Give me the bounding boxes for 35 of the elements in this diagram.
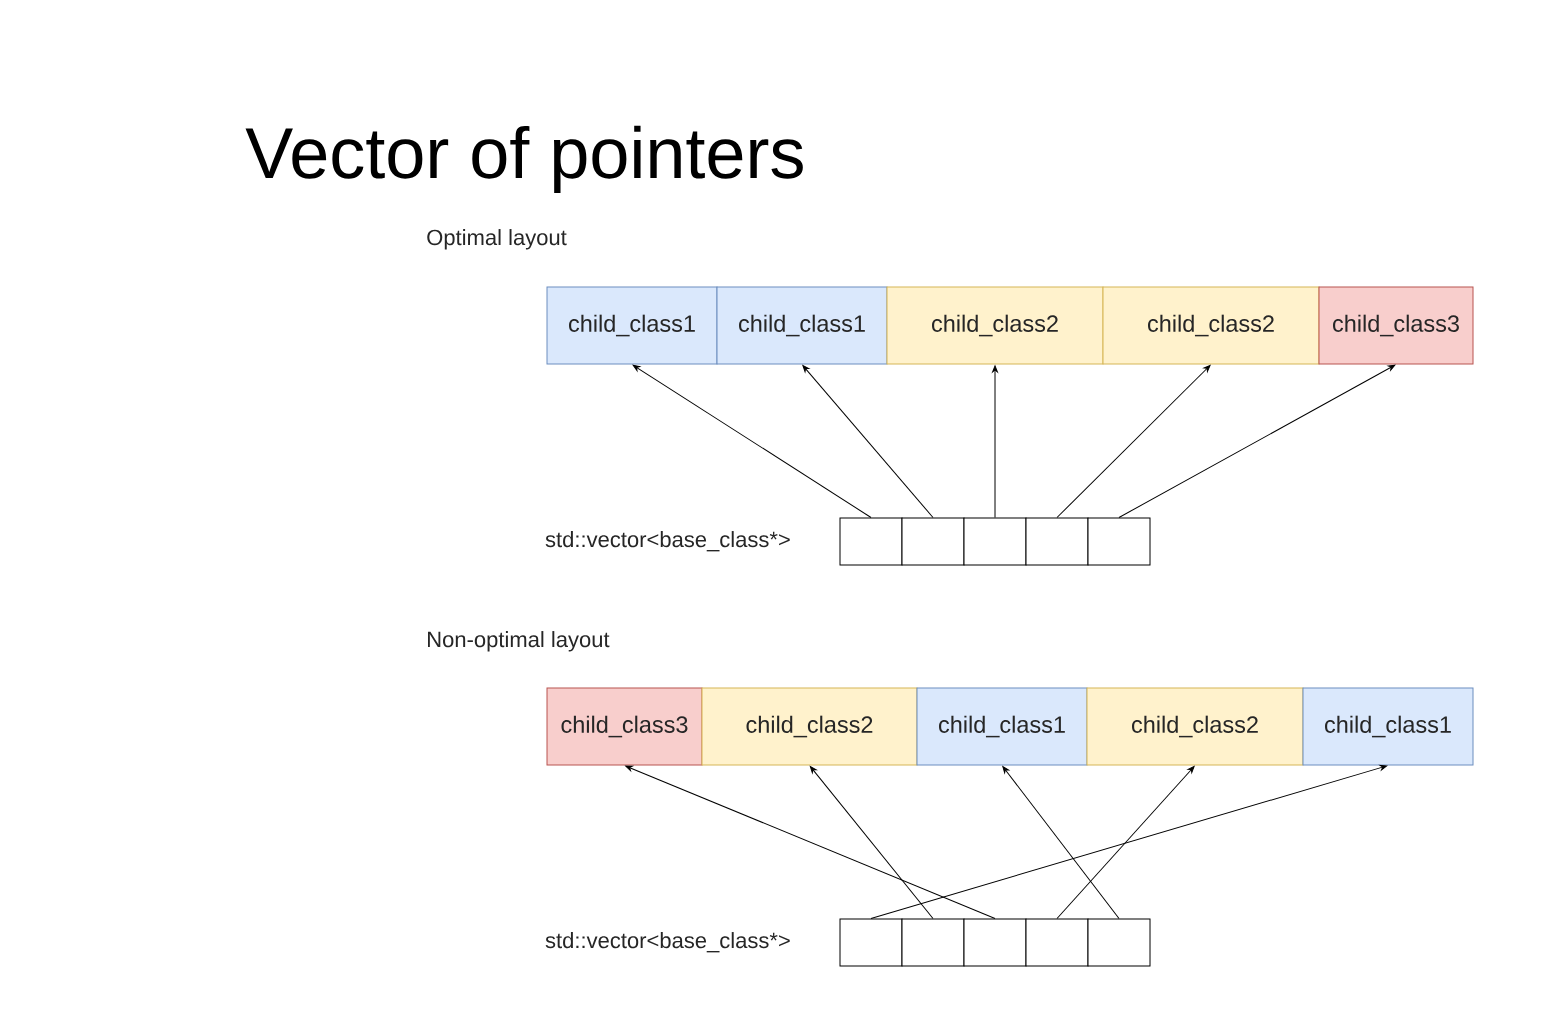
arrow <box>625 765 996 919</box>
class-box: child_class3 <box>546 687 703 766</box>
class-box: child_class1 <box>546 286 718 365</box>
arrow <box>809 766 934 919</box>
arrow <box>992 365 998 518</box>
pointer-cell <box>1087 517 1151 566</box>
class-box: child_class2 <box>1102 286 1320 365</box>
pointer-cell <box>1025 517 1089 566</box>
pointer-cell <box>1087 918 1151 967</box>
pointer-cell <box>901 517 965 566</box>
pointer-cell <box>839 517 903 566</box>
pointer-cell <box>963 918 1027 967</box>
class-box: child_class2 <box>886 286 1104 365</box>
class-box: child_class2 <box>1086 687 1304 766</box>
arrow <box>1118 364 1396 518</box>
class-box: child_class3 <box>1318 286 1474 365</box>
class-box: child_class1 <box>916 687 1088 766</box>
class-box: child_class2 <box>701 687 918 766</box>
class-box: child_class1 <box>1302 687 1474 766</box>
pointer-cell <box>1025 918 1089 967</box>
pointer-cell <box>901 918 965 967</box>
pointer-cell <box>839 918 903 967</box>
arrow <box>1056 766 1195 919</box>
section-heading: Non-optimal layout <box>428 631 610 652</box>
arrow <box>802 365 934 518</box>
section-heading: Optimal layout <box>427 229 567 250</box>
arrow <box>1056 364 1211 518</box>
arrow <box>870 764 1388 919</box>
vector-label: std::vector<base_class*> <box>545 531 790 552</box>
class-box: child_class1 <box>716 286 888 365</box>
arrow <box>1002 766 1120 919</box>
title: Vector of pointers <box>245 125 803 193</box>
pointer-cell <box>963 517 1027 566</box>
vector-label: std::vector<base_class*> <box>545 932 790 953</box>
arrow <box>632 364 872 518</box>
